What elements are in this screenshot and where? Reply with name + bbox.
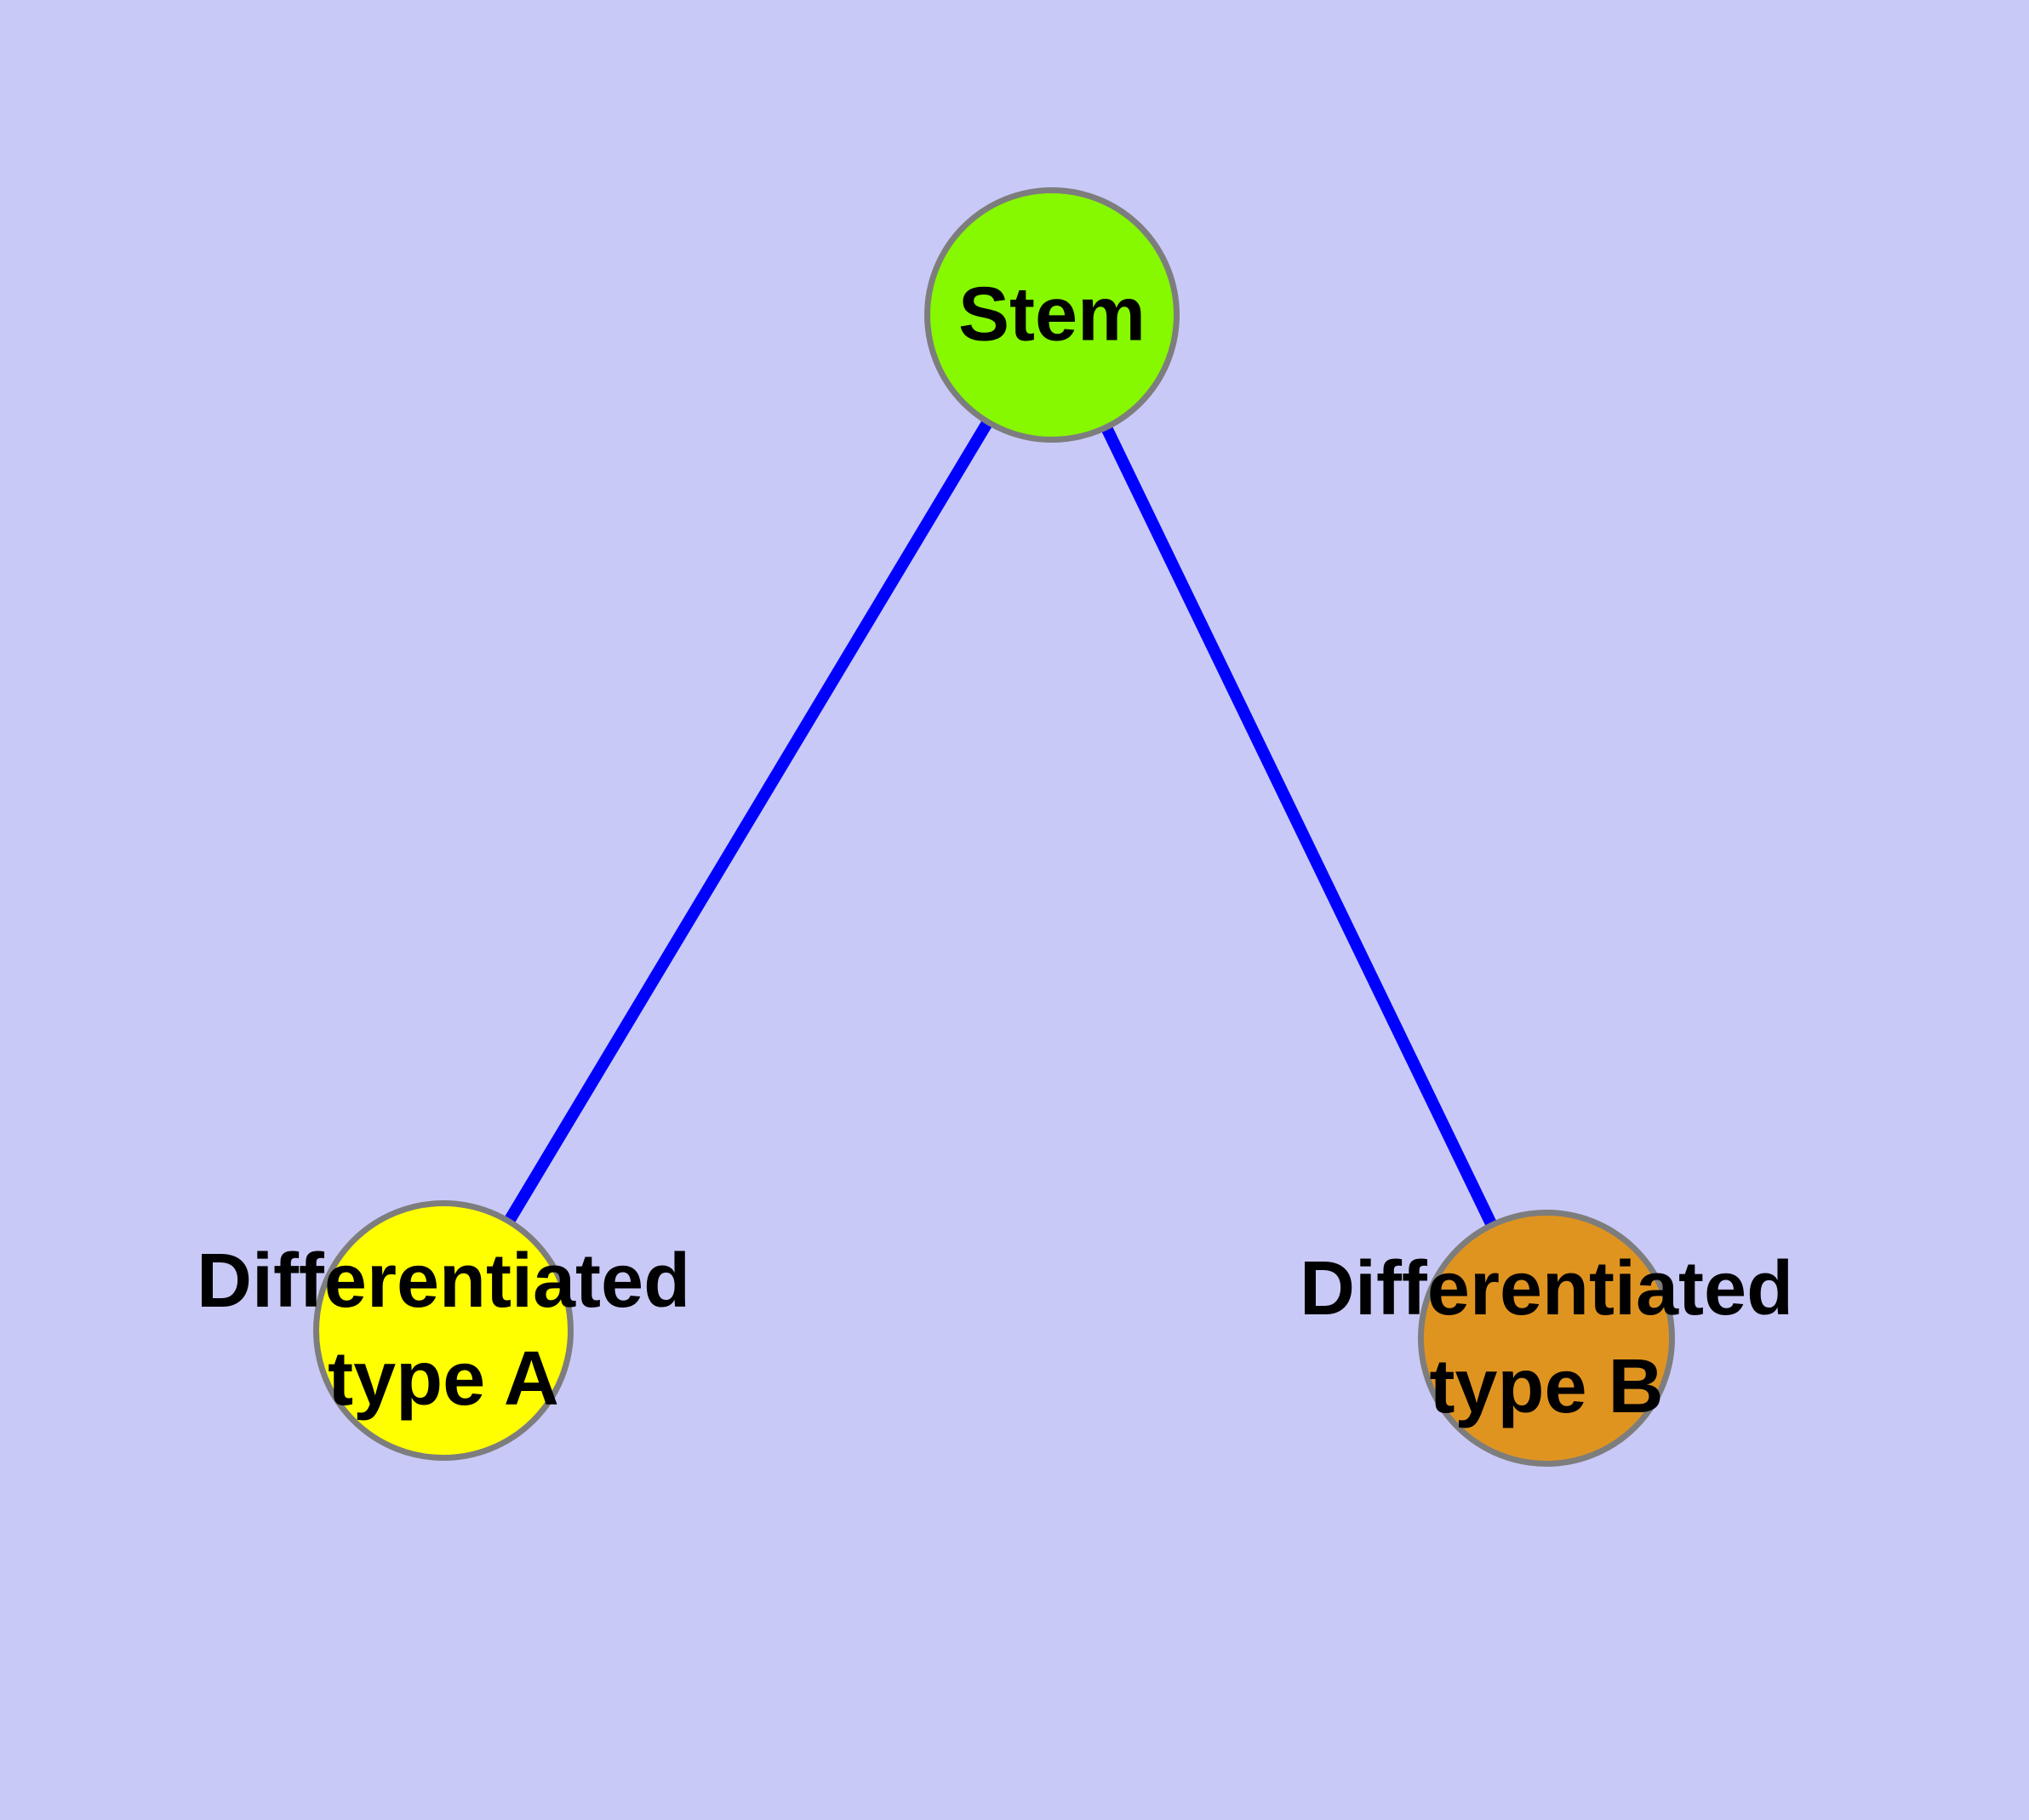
node-label-line: type B [1429,1344,1664,1429]
node-diff-b [1418,1210,1675,1467]
node-diff-a [313,1200,574,1461]
edge-stem-diff-a [437,312,1058,1334]
node-stem [924,187,1180,443]
node-label-diff-b: Differentiated type B [1300,1240,1793,1436]
edge-stem-diff-b [1046,312,1552,1342]
node-label-line: Stem [957,272,1146,358]
node-label-diff-a: Differentiated type A [197,1233,690,1428]
node-label-stem: Stem [958,266,1146,364]
node-label-line: Differentiated [196,1239,691,1324]
node-label-line: Differentiated [1299,1246,1794,1331]
node-label-line: type A [328,1336,559,1422]
